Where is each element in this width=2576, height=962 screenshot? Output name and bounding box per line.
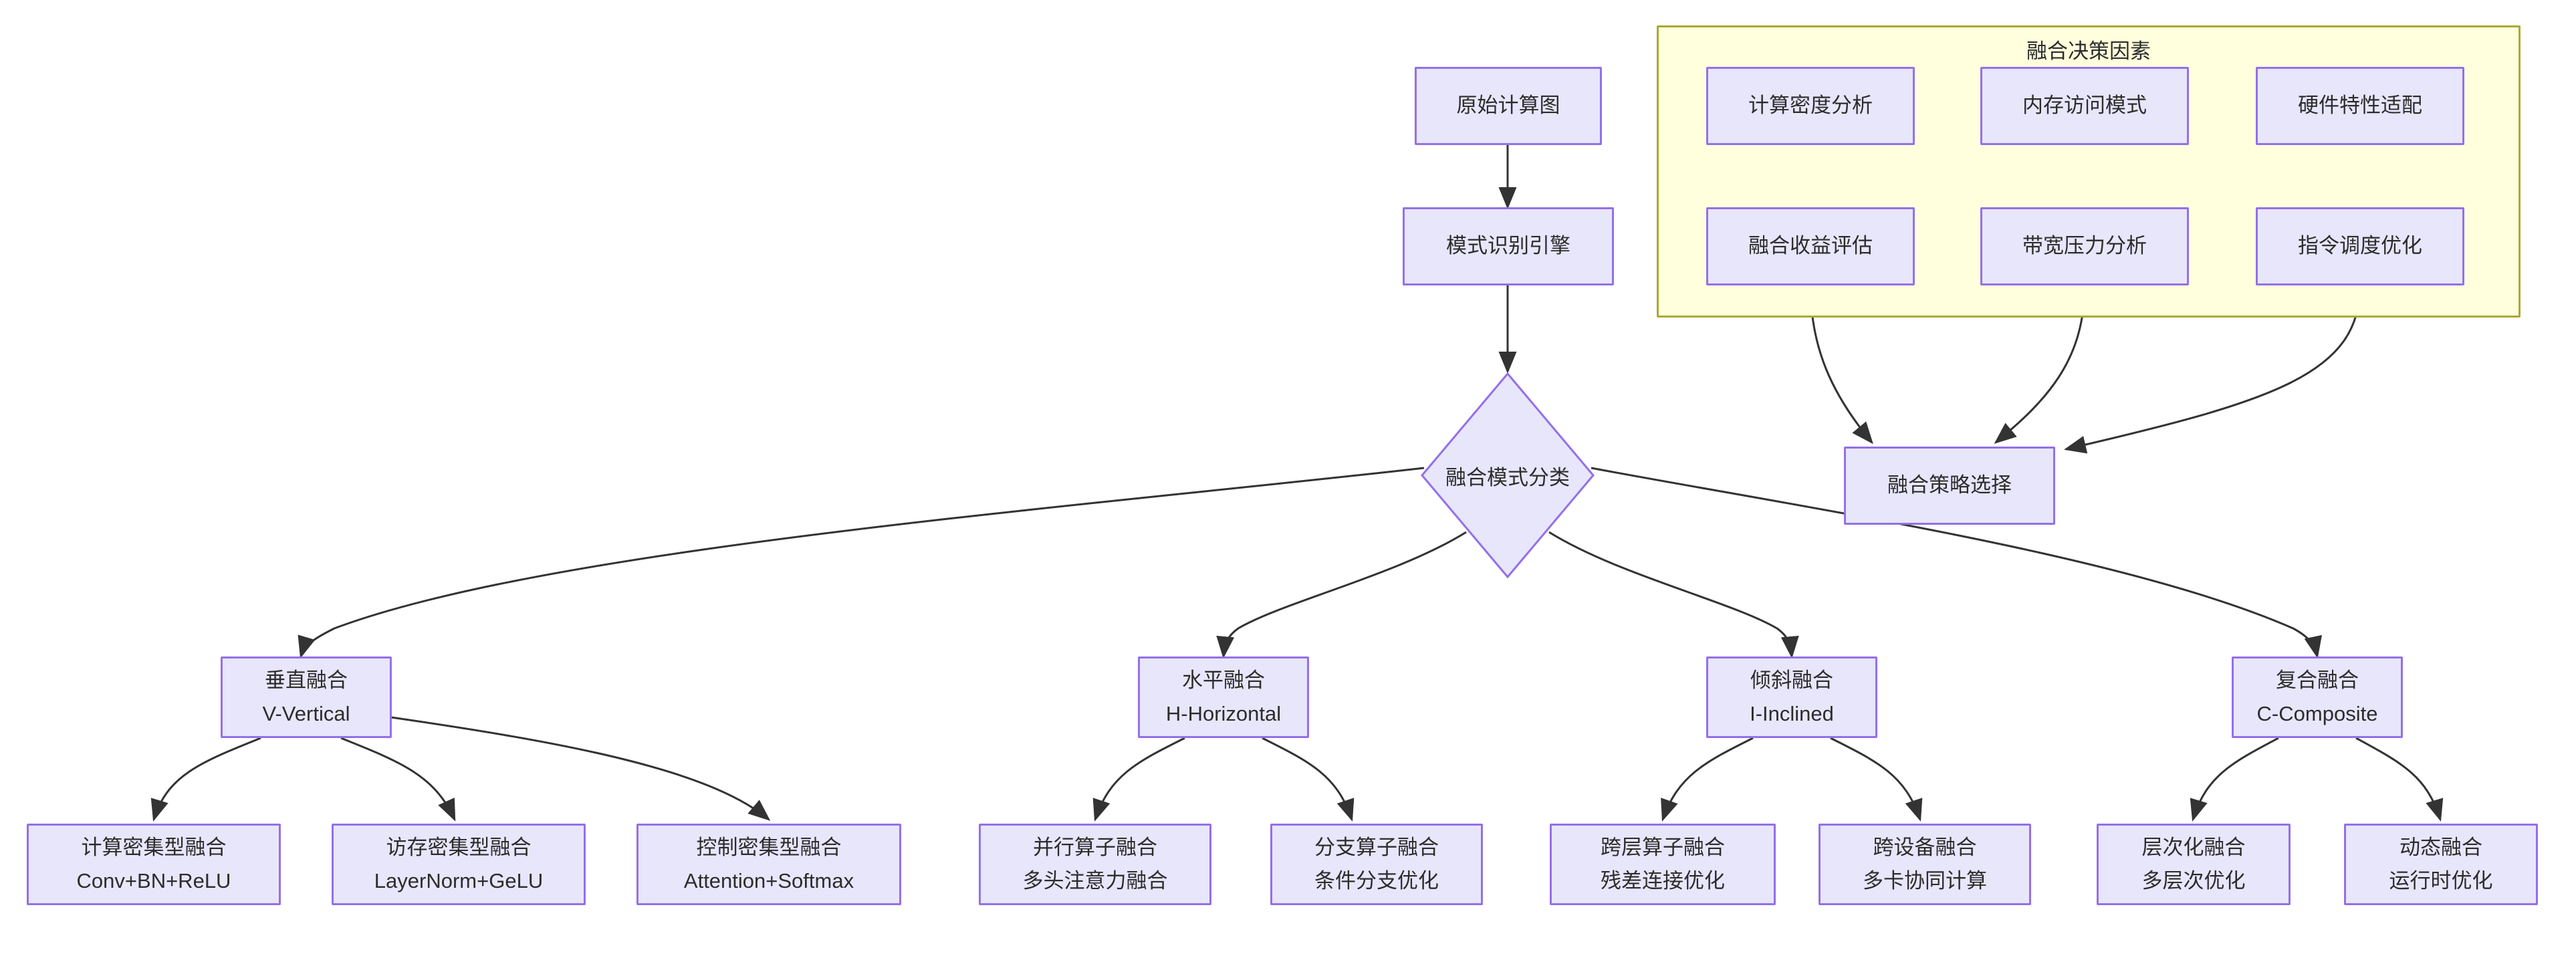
node-parallel-op[interactable]: 并行算子融合 多头注意力融合 (979, 824, 1211, 905)
node-branch-op[interactable]: 分支算子融合 条件分支优化 (1270, 824, 1483, 905)
node-memory-intensive-line1: 访存密集型融合 (386, 835, 532, 859)
edge-horizontal-to-parallel-op (1092, 737, 1185, 822)
node-horizontal[interactable]: 水平融合 H-Horizontal (1138, 656, 1309, 738)
diamond-shape (1421, 372, 1595, 579)
edge-classify-to-vertical (298, 467, 1425, 658)
edge-composite-to-dynamic (2355, 737, 2444, 822)
node-hierarchical-line2: 多层次优化 (2141, 869, 2246, 892)
node-pattern-classify[interactable]: 融合模式分类 (1420, 372, 1595, 579)
node-composite-line1: 复合融合 (2276, 668, 2359, 692)
node-instr-sched-line1: 指令调度优化 (2298, 234, 2422, 258)
node-pattern-engine[interactable]: 模式识别引擎 (1403, 207, 1614, 285)
node-benefit-eval[interactable]: 融合收益评估 (1706, 207, 1915, 285)
node-control-intensive[interactable]: 控制密集型融合 Attention+Softmax (636, 824, 901, 905)
node-composite[interactable]: 复合融合 C-Composite (2232, 656, 2403, 738)
node-vertical[interactable]: 垂直融合 V-Vertical (221, 656, 392, 738)
node-instr-sched[interactable]: 指令调度优化 (2256, 207, 2464, 285)
node-hardware-fit[interactable]: 硬件特性适配 (2256, 67, 2464, 145)
edge-classify-to-composite (1591, 467, 2323, 658)
edge-instr-sched-to-strategy-select (2064, 285, 2361, 454)
node-compute-intensive-line2: Conv+BN+ReLU (76, 869, 231, 892)
edge-inclined-to-cross-layer (1661, 737, 1754, 822)
node-dynamic-line1: 动态融合 (2399, 835, 2482, 859)
edge-classify-to-inclined (1548, 531, 1799, 658)
cluster-title: 融合决策因素 (2026, 39, 2151, 63)
edge-vertical-to-control-intensive (390, 716, 771, 821)
node-memory-intensive[interactable]: 访存密集型融合 LayerNorm+GeLU (332, 824, 586, 905)
node-compute-intensive[interactable]: 计算密集型融合 Conv+BN+ReLU (27, 824, 281, 905)
node-hierarchical[interactable]: 层次化融合 多层次优化 (2097, 824, 2291, 905)
node-vertical-line1: 垂直融合 (265, 668, 348, 692)
node-cross-layer[interactable]: 跨层算子融合 残差连接优化 (1550, 824, 1776, 905)
node-control-intensive-line1: 控制密集型融合 (696, 835, 842, 859)
node-bandwidth-press-line1: 带宽压力分析 (2022, 234, 2147, 258)
node-dynamic-line2: 运行时优化 (2389, 869, 2493, 892)
node-horizontal-line2: H-Horizontal (1165, 702, 1282, 725)
node-memory-access[interactable]: 内存访问模式 (1980, 67, 2189, 145)
node-strategy-select[interactable]: 融合策略选择 (1844, 447, 2055, 525)
node-memory-access-line1: 内存访问模式 (2022, 94, 2147, 118)
node-control-intensive-line2: Attention+Softmax (683, 869, 854, 892)
edge-classify-to-horizontal (1216, 531, 1467, 658)
node-compute-intensive-line1: 计算密集型融合 (81, 835, 227, 859)
node-compute-density-line1: 计算密度分析 (1748, 94, 1873, 118)
node-strategy-select-line1: 融合策略选择 (1887, 473, 2012, 497)
node-cross-layer-line2: 残差连接优化 (1601, 869, 1725, 892)
node-cross-device-line1: 跨设备融合 (1873, 835, 1977, 859)
node-memory-intensive-line2: LayerNorm+GeLU (374, 869, 544, 892)
node-inclined-line1: 倾斜融合 (1750, 668, 1833, 692)
node-cross-layer-line1: 跨层算子融合 (1601, 835, 1725, 859)
node-branch-op-line2: 条件分支优化 (1314, 869, 1439, 892)
node-bandwidth-press[interactable]: 带宽压力分析 (1980, 207, 2189, 285)
node-vertical-line2: V-Vertical (262, 702, 350, 725)
node-parallel-op-line2: 多头注意力融合 (1022, 869, 1168, 892)
node-horizontal-line1: 水平融合 (1182, 668, 1265, 692)
node-inclined-line2: I-Inclined (1750, 702, 1834, 725)
node-raw-graph-line1: 原始计算图 (1456, 94, 1560, 118)
edge-horizontal-to-branch-op (1262, 737, 1355, 822)
node-benefit-eval-line1: 融合收益评估 (1748, 234, 1873, 258)
node-cross-device[interactable]: 跨设备融合 多卡协同计算 (1819, 824, 2031, 905)
edge-vertical-to-compute-intensive (150, 737, 261, 822)
node-branch-op-line1: 分支算子融合 (1314, 835, 1439, 859)
edge-vertical-to-memory-intensive (340, 737, 456, 822)
node-pattern-classify-label: 融合模式分类 (1445, 465, 1570, 489)
node-cross-device-line2: 多卡协同计算 (1863, 869, 1987, 892)
node-hardware-fit-line1: 硬件特性适配 (2298, 94, 2422, 118)
node-composite-line2: C-Composite (2256, 702, 2378, 725)
node-parallel-op-line1: 并行算子融合 (1033, 835, 1157, 859)
edge-composite-to-hierarchical (2190, 737, 2279, 822)
node-inclined[interactable]: 倾斜融合 I-Inclined (1706, 656, 1877, 738)
node-dynamic[interactable]: 动态融合 运行时优化 (2344, 824, 2538, 905)
node-compute-density[interactable]: 计算密度分析 (1706, 67, 1915, 145)
node-raw-graph[interactable]: 原始计算图 (1415, 67, 1602, 145)
edge-inclined-to-cross-device (1830, 737, 1923, 822)
node-hierarchical-line1: 层次化融合 (2141, 835, 2246, 859)
node-pattern-engine-line1: 模式识别引擎 (1446, 234, 1570, 258)
